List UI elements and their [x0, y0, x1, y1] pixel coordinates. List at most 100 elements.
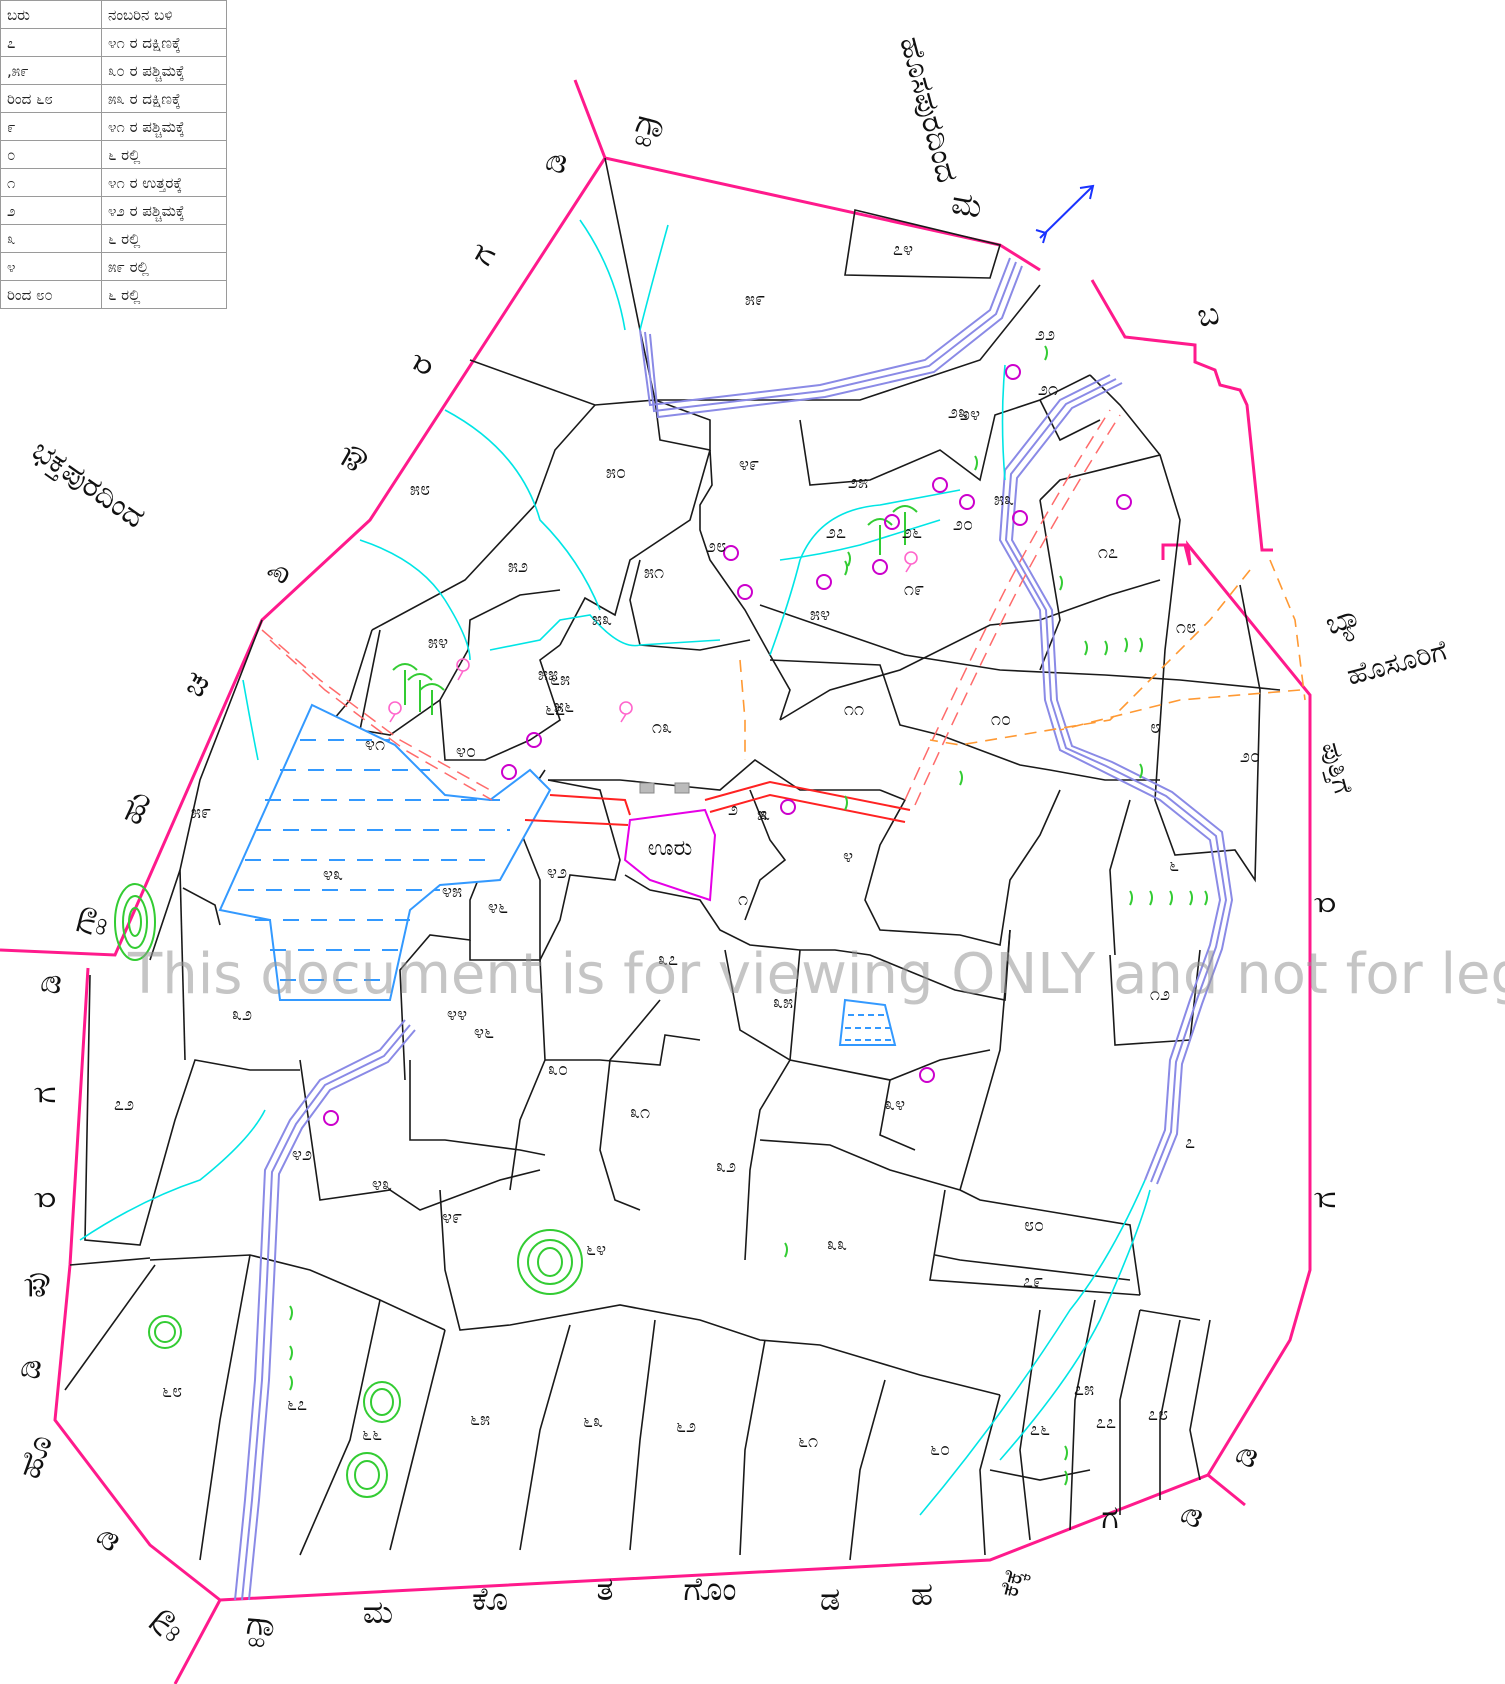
survey-number-label: ೭೮ [1148, 1404, 1168, 1425]
svg-text:ಗ್ಹಾ: ಗ್ಹಾ [136, 1593, 191, 1646]
survey-number-label: ೨೩ [948, 402, 968, 423]
reference-survey-number: ೭ [0, 28, 102, 57]
reference-location: ೫೯ ರಲ್ಲಿ [101, 252, 227, 281]
direction-east-prefix: ಬ್ಯಾ [1321, 598, 1368, 648]
survey-number-label: ೩೭ [658, 949, 678, 970]
survey-number-label: ೫೬ [554, 696, 574, 717]
survey-number-label: ೬೮ [162, 1381, 182, 1402]
village-boundary [0, 79, 1312, 1684]
survey-number-label: ೨೦ [1240, 746, 1260, 767]
survey-number-label: ೬೩ [583, 1411, 603, 1432]
svg-text:ರ: ರ [1305, 897, 1343, 914]
streams [79, 219, 1151, 1516]
svg-text:ಗ: ಗ [1305, 1191, 1343, 1208]
hills [114, 883, 583, 1498]
reference-location: ೬ ರಲ್ಲಿ [101, 224, 227, 253]
survey-number-label: ೨೮ [706, 536, 726, 557]
village-name-label: ಊರು [648, 836, 692, 861]
svg-text:ಪು: ಪು [328, 436, 374, 478]
survey-number-label: ೪೯ [739, 454, 759, 475]
survey-number-label: ೭ [1185, 1132, 1195, 1153]
survey-number-label: ೫೪ [428, 632, 448, 653]
survey-number-label: ೩ [760, 804, 770, 825]
temple-markers [388, 551, 918, 723]
reference-location: ೪೧ ರ ಉತ್ತರಕ್ಕೆ [101, 168, 227, 197]
survey-number-label: ೫೧ [644, 562, 664, 583]
svg-text:ಬ: ಬ [1194, 294, 1222, 335]
survey-number-label: ೬೬ [362, 1424, 382, 1445]
svg-text:ಗ: ಗ [25, 1086, 63, 1103]
svg-text:ಪು: ಪು [15, 1272, 53, 1298]
direction-south-east: ಪುತ್ತಿಗೆ [1315, 739, 1358, 798]
reference-survey-number: ೧ [0, 168, 102, 197]
svg-text:ರ: ರ [400, 348, 441, 382]
survey-number-label: ೭೯ [1023, 1271, 1043, 1292]
cart-tracks [261, 409, 1121, 806]
survey-number-label: ೩೧ [630, 1102, 650, 1123]
survey-number-label: ೨೬ [902, 522, 922, 543]
reference-survey-number: ೯ [0, 112, 102, 141]
svg-text:ಡ: ಡ [820, 1580, 840, 1618]
survey-number-label: ೬ [1169, 855, 1179, 876]
survey-number-label: ೩೨ [716, 1156, 736, 1177]
survey-number-label: ೪೨ [547, 862, 567, 883]
reference-location: ೬ ರಲ್ಲಿ [101, 140, 227, 169]
svg-text:ಚ: ಚ [174, 666, 218, 704]
survey-number-label: ೫೩ [994, 489, 1014, 510]
footpaths [739, 559, 1306, 760]
svg-text:ಗ್ಹಾ: ಗ್ಹಾ [62, 896, 113, 939]
reference-survey-number: ೦ [0, 140, 102, 169]
survey-number-label: ೩೨ [232, 1004, 252, 1025]
survey-number-label: ೨೫ [848, 472, 868, 493]
reference-survey-number: ೩ [0, 224, 102, 253]
svg-text:ಗ್ಹಾ: ಗ್ಹಾ [630, 102, 673, 153]
svg-text:ಗ: ಗ [462, 238, 504, 272]
survey-number-label: ೫೩ [592, 609, 612, 630]
svg-text:ಡಿ: ಡಿ [1223, 1440, 1266, 1472]
reference-survey-number: ರಿಂದ ೮೦ [0, 280, 102, 309]
survey-number-label: ೬೭ [545, 699, 565, 720]
svg-text:ರ: ರ [25, 1192, 63, 1209]
reference-location: ೪೧ ರ ಪಶ್ಚಿಮಕ್ಕೆ [101, 112, 227, 141]
reference-location: ೬ ರಲ್ಲಿ [101, 280, 227, 309]
survey-number-label: ೫೯ [745, 289, 765, 310]
survey-number-label: ೬೭ [287, 1394, 307, 1415]
survey-number-label: ೧೩ [652, 717, 672, 738]
survey-number-label: ೭೬ [1030, 1419, 1050, 1440]
plot-boundaries [64, 157, 1281, 1561]
survey-number-label: ೭೫ [1074, 1379, 1094, 1400]
survey-number-label: ೨೪ [960, 404, 980, 425]
watermark: This document is for viewing ONLY and no… [128, 942, 1505, 1007]
survey-number-label: ೨೨ [1035, 324, 1055, 345]
survey-number-label: ೩೫ [773, 992, 793, 1013]
direction-west: ಭಕ್ತಪುರದಿಂದ [25, 433, 151, 536]
survey-number-label: ೧೭ [1098, 542, 1118, 563]
svg-text:ಡಿ: ಡಿ [9, 1357, 49, 1380]
survey-number-label: ೧೦ [991, 709, 1011, 730]
survey-number-label: ೪೧ [365, 734, 385, 755]
svg-text:ಮ: ಮ [363, 1593, 393, 1631]
svg-text:ಡಿ: ಡಿ [1168, 1500, 1211, 1532]
survey-number-label: ೨ [728, 799, 738, 820]
reference-location: ನಂಬರಿನ ಬಳಿ [101, 0, 227, 29]
reference-location: ೫೩ ರ ದಕ್ಷಿಣಕ್ಕೆ [101, 84, 227, 113]
survey-number-label: ೪೪ [447, 1004, 467, 1025]
survey-number-label: ೩೩ [827, 1234, 847, 1255]
survey-number-label: ೭೪ [893, 239, 913, 260]
direction-east: ಹೊಸೂರಿಗೆ [1343, 633, 1451, 692]
svg-text:ಗೊಂ: ಗೊಂ [683, 1570, 736, 1608]
survey-number-label: ೪೯ [442, 1207, 462, 1228]
survey-number-label: ೪೩ [372, 1174, 392, 1195]
survey-number-label: ೮೦ [1024, 1215, 1044, 1236]
survey-number-label: ೧೨ [1150, 984, 1170, 1005]
